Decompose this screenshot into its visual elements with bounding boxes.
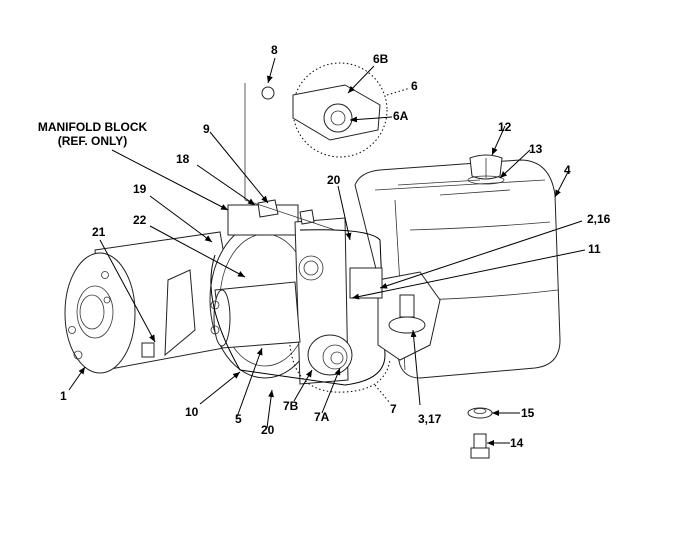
callout-5: 5 xyxy=(235,412,242,426)
callout-20-bottom: 20 xyxy=(261,423,275,437)
leader-lines xyxy=(68,57,586,446)
manifold-block-line2: (REF. ONLY) xyxy=(57,134,128,148)
callout-6: 6 xyxy=(411,79,418,93)
callout-2-16: 2,16 xyxy=(587,212,611,226)
callout-19: 19 xyxy=(133,182,147,196)
callout-3-17: 3,17 xyxy=(418,412,442,426)
callout-4: 4 xyxy=(564,163,571,177)
callout-18: 18 xyxy=(176,152,190,166)
manifold-block-label: MANIFOLD BLOCK (REF. ONLY) xyxy=(30,120,155,148)
callout-7b: 7B xyxy=(283,399,299,413)
cartridge-valve-detail xyxy=(244,62,411,231)
callout-8: 8 xyxy=(271,43,278,57)
callout-7a: 7A xyxy=(314,410,330,424)
callout-10: 10 xyxy=(185,405,199,419)
callout-7: 7 xyxy=(390,402,397,416)
callout-14: 14 xyxy=(510,436,524,450)
callout-12: 12 xyxy=(498,120,512,134)
callout-9: 9 xyxy=(203,122,210,136)
callout-20-top: 20 xyxy=(327,173,341,187)
loose-parts xyxy=(467,407,493,459)
callout-21: 21 xyxy=(92,225,106,239)
callout-15: 15 xyxy=(521,406,535,420)
pump-body xyxy=(141,199,441,393)
callout-13: 13 xyxy=(529,142,543,156)
callout-6a: 6A xyxy=(393,109,409,123)
callout-22: 22 xyxy=(133,213,147,227)
manifold-block-line1: MANIFOLD BLOCK xyxy=(37,120,148,134)
callout-6b: 6B xyxy=(373,52,389,66)
callout-1: 1 xyxy=(60,389,67,403)
callout-11: 11 xyxy=(588,242,601,256)
